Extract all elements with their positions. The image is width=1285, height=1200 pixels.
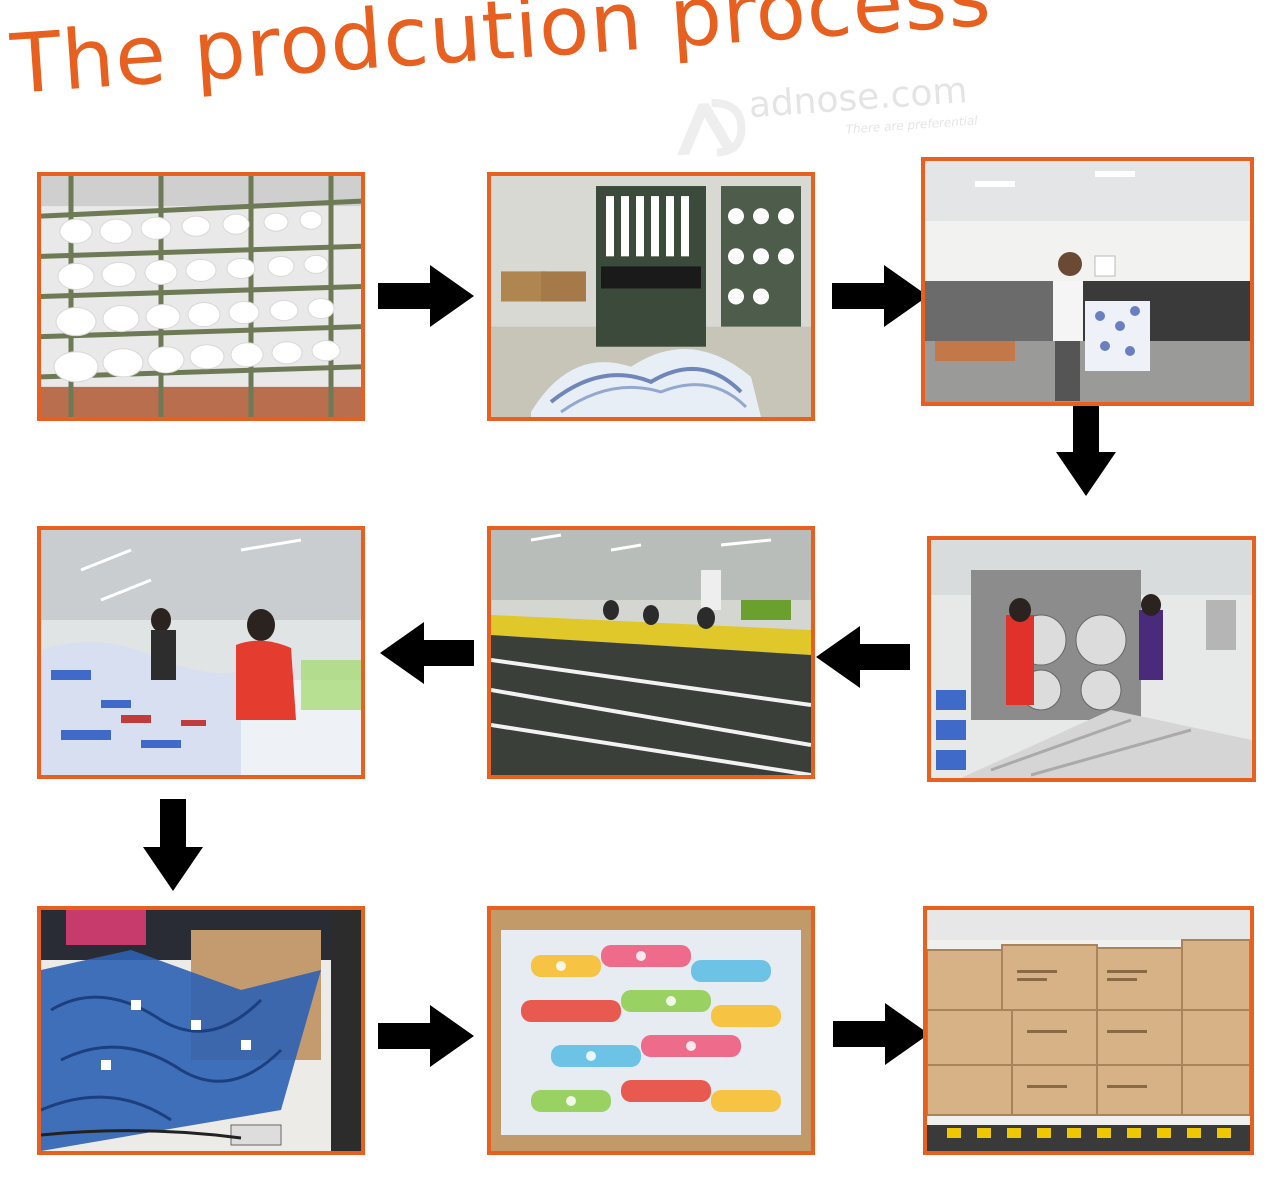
photo-sublimation-printing <box>921 157 1254 406</box>
watermark-logo-icon <box>677 98 746 157</box>
photo-hand-assembly <box>37 526 365 779</box>
arrow-right-icon <box>378 265 474 327</box>
transfer-machine-image <box>931 540 1252 778</box>
workers-assembly-image <box>41 530 361 775</box>
photo-yarn-spools <box>37 172 365 421</box>
arrow-right-icon <box>832 265 928 327</box>
cartons-stack-image <box>927 910 1250 1151</box>
photo-weaving-loom <box>487 172 815 421</box>
photo-cutting-line <box>487 526 815 779</box>
arrow-left-icon <box>380 622 474 684</box>
printer-image <box>925 161 1250 402</box>
photo-heat-transfer <box>927 536 1256 782</box>
photo-packing <box>487 906 815 1155</box>
arrow-down-icon <box>1056 406 1116 496</box>
yarn-rack-image <box>41 176 361 417</box>
photo-cartons-warehouse <box>923 906 1254 1155</box>
photo-quality-check <box>37 906 365 1155</box>
workshop-line-image <box>491 530 811 775</box>
arrow-right-icon <box>833 1003 929 1065</box>
watermark: adnose.com There are preferential <box>663 69 988 171</box>
arrow-left-icon <box>816 626 910 688</box>
lanyard-check-image <box>41 910 361 1151</box>
arrow-right-icon <box>378 1005 474 1067</box>
weaving-machine-image <box>491 176 811 417</box>
box-packing-image <box>491 910 811 1151</box>
arrow-down-icon <box>143 799 203 891</box>
